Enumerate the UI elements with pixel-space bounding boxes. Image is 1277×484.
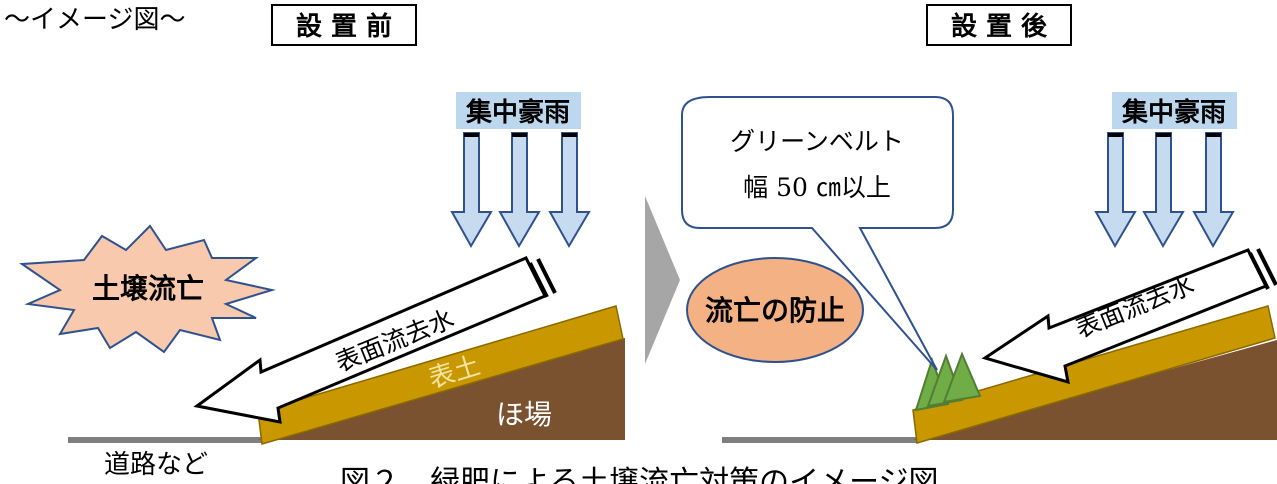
after-title-box: 設 置 後 <box>926 4 1072 46</box>
rain-arrow <box>1094 132 1137 249</box>
prevention-label: 流亡の防止 <box>705 294 845 327</box>
before-title: 設 置 前 <box>296 11 392 42</box>
field-label: ほ場 <box>496 398 552 431</box>
before-title-box: 設 置 前 <box>271 4 417 46</box>
erosion-burst <box>19 224 276 354</box>
greenbelt-callout <box>681 96 954 371</box>
road-label: 道路など <box>104 450 208 480</box>
road-before <box>68 437 268 443</box>
callout-line-1: グリーンベルト <box>730 127 904 156</box>
runoff-arrow-before <box>193 256 557 424</box>
image-title: ～イメージ図～ <box>4 5 185 35</box>
rain-arrow <box>1192 132 1235 249</box>
figure-caption: 図２ 緑肥による土壌流亡対策のイメージ図 <box>340 465 939 484</box>
road-after <box>722 437 918 443</box>
transition-arrow <box>645 196 680 364</box>
rain-arrows-after <box>1094 132 1235 249</box>
rain-arrow <box>498 132 541 249</box>
rain-arrow <box>1142 132 1185 249</box>
rain-label-before: 集中豪雨 <box>465 97 570 128</box>
topsoil-strip-after <box>912 305 1276 444</box>
erosion-label: 土壌流亡 <box>92 272 204 305</box>
after-title: 設 置 後 <box>951 11 1048 42</box>
callout-line-2: 幅 50 ㎝以上 <box>743 173 891 202</box>
topsoil-strip-before <box>257 305 624 445</box>
rain-arrows-before <box>450 132 591 249</box>
rain-label-after: 集中豪雨 <box>1121 97 1226 128</box>
prevention-ellipse <box>686 257 864 363</box>
rain-arrow <box>548 132 591 249</box>
green-belt <box>914 351 982 412</box>
runoff-arrow-after <box>981 248 1277 385</box>
rain-arrow <box>450 132 493 249</box>
rain-label-before-box: 集中豪雨 <box>456 92 581 129</box>
rain-label-after-box: 集中豪雨 <box>1112 92 1237 129</box>
